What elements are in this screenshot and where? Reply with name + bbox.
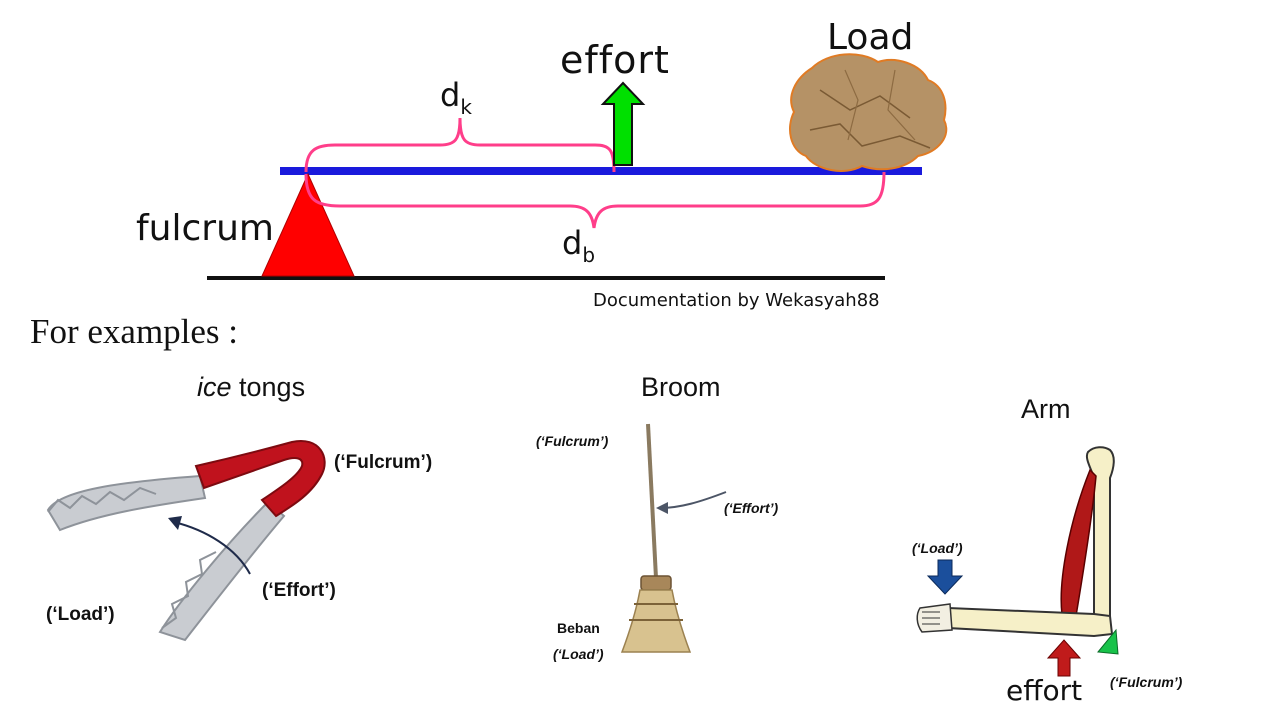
tongs-scallop-top bbox=[47, 486, 157, 513]
arm-title: Arm bbox=[1021, 394, 1071, 424]
fulcrum-triangle bbox=[261, 172, 355, 277]
rock-crease-2 bbox=[809, 123, 931, 149]
dk-brace bbox=[304, 117, 616, 173]
tongs-load-label: (‘Load’) bbox=[46, 604, 115, 625]
tongs-red-handle bbox=[194, 439, 326, 518]
examples-heading: For examples : bbox=[30, 312, 239, 351]
broom-fulcrum-label: (‘Fulcrum’) bbox=[536, 433, 609, 449]
arm-upper-bone bbox=[1085, 446, 1115, 621]
broom-beban-label: Beban bbox=[557, 620, 600, 636]
arm-fulcrum-label: (‘Fulcrum’) bbox=[1110, 674, 1183, 690]
tongs-scallop-bottom bbox=[161, 551, 217, 629]
tongs-upper-arm bbox=[46, 474, 207, 532]
arm-effort-label: effort bbox=[1006, 674, 1083, 707]
db-main: d bbox=[562, 224, 583, 262]
load-rock bbox=[789, 53, 948, 172]
broom-effort-label: (‘Effort’) bbox=[724, 500, 779, 516]
arm-forearm bbox=[947, 606, 1114, 638]
tongs-title-italic: ice bbox=[197, 372, 232, 402]
arm-effort-arrow bbox=[1046, 639, 1082, 677]
tongs-fulcrum-label: (‘Fulcrum’) bbox=[334, 452, 433, 473]
arm-load-label: (‘Load’) bbox=[912, 540, 963, 556]
db-sub: b bbox=[582, 243, 596, 267]
credit-text: Documentation by Wekasyah88 bbox=[593, 290, 880, 311]
rock-crease-3 bbox=[844, 69, 859, 141]
rock-crease-1 bbox=[819, 89, 911, 119]
effort-arrow bbox=[600, 81, 646, 166]
dk-main: d bbox=[440, 76, 461, 114]
tongs-effort-label: (‘Effort’) bbox=[262, 580, 336, 601]
broom-handle bbox=[646, 423, 658, 579]
dk-sub: k bbox=[460, 95, 472, 119]
arm-load-arrow bbox=[926, 559, 964, 595]
fulcrum-label: fulcrum bbox=[136, 208, 274, 249]
arm-fingers bbox=[922, 611, 940, 625]
rock-crease-4 bbox=[887, 69, 916, 141]
tongs-title: ice tongs bbox=[197, 372, 305, 403]
broom-load-label: (‘Load’) bbox=[553, 646, 604, 662]
arm-biceps bbox=[1060, 468, 1097, 617]
dk-label: dk bbox=[440, 76, 472, 119]
broom-title: Broom bbox=[641, 372, 721, 402]
load-label: Load bbox=[827, 17, 914, 58]
db-label: db bbox=[562, 224, 595, 267]
effort-label: effort bbox=[560, 38, 670, 82]
lever-beam bbox=[280, 167, 922, 175]
arm-fulcrum-triangle bbox=[1097, 628, 1119, 655]
tongs-effort-curve bbox=[173, 521, 251, 575]
tongs-effort-arrowhead bbox=[168, 516, 182, 530]
broom-effort-arrowhead bbox=[656, 502, 668, 514]
db-brace bbox=[304, 171, 886, 229]
tongs-title-rest: tongs bbox=[231, 372, 306, 402]
